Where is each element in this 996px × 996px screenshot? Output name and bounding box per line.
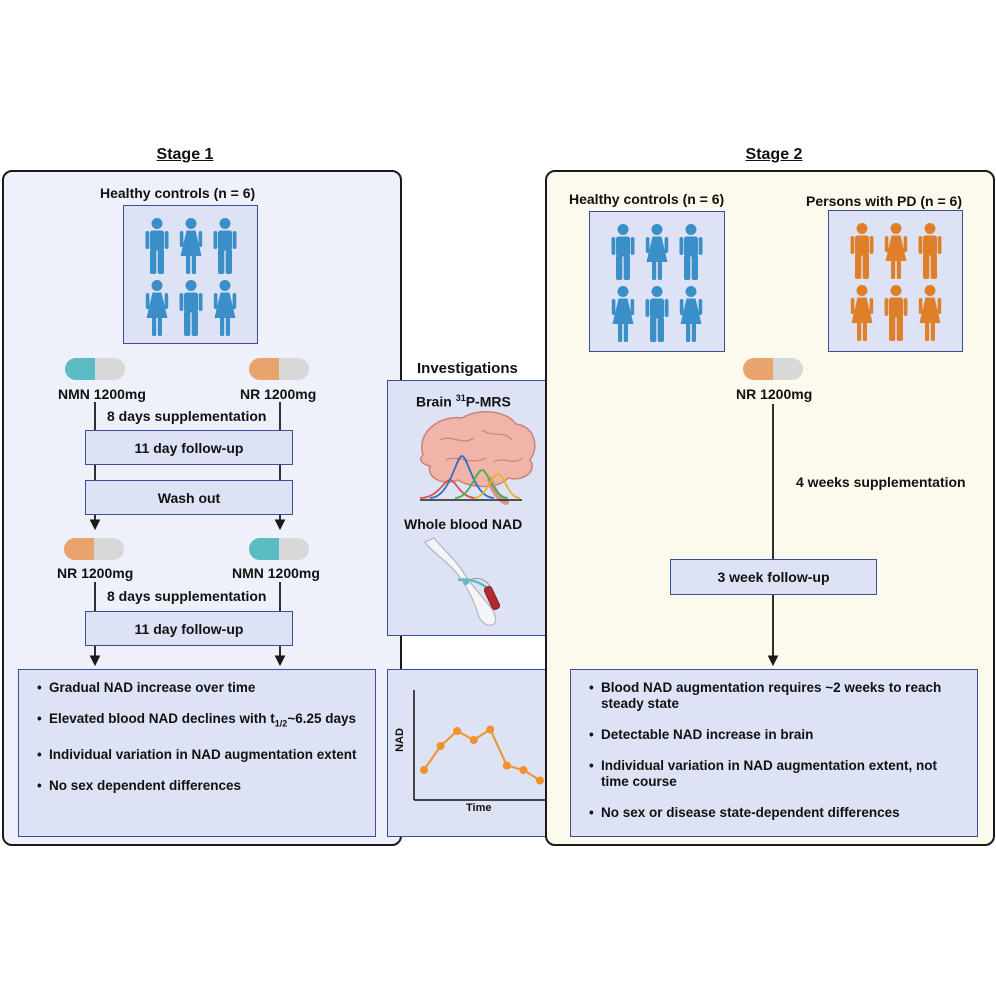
stage1-finding-halflife: Elevated blood NAD declines with t1/2~6.… — [37, 711, 361, 732]
stage1-finding: Individual variation in NAD augmentation… — [37, 747, 361, 763]
stage1-group-label: Healthy controls (n = 6) — [100, 185, 256, 201]
whole-blood-nad-label: Whole blood NAD — [404, 516, 523, 532]
stage2-finding: Individual variation in NAD augmentation… — [589, 758, 963, 790]
male-person-icon — [213, 218, 237, 274]
investigations-title: Investigations — [417, 360, 518, 377]
graph-y-label: NAD — [393, 728, 406, 752]
stage1-left-bottom-pill-label: NR 1200mg — [57, 565, 134, 581]
stage1-finding: No sex dependent differences — [37, 778, 361, 794]
stage1-followup-2-box: 11 day follow-up — [85, 611, 293, 646]
stage1-finding: Gradual NAD increase over time — [37, 680, 361, 696]
investigations-box — [387, 380, 557, 636]
stage1-supplementation-1: 8 days supplementation — [107, 408, 267, 424]
female-person-icon — [850, 285, 874, 341]
stage2-followup-box: 3 week follow-up — [670, 559, 877, 595]
female-person-icon — [213, 280, 237, 336]
female-person-icon — [179, 218, 203, 274]
female-person-icon — [884, 223, 908, 279]
stage2-controls-label: Healthy controls (n = 6) — [569, 191, 725, 207]
male-person-icon — [850, 223, 874, 279]
male-person-icon — [884, 285, 908, 341]
stage2-finding: Detectable NAD increase in brain — [589, 727, 963, 743]
stage2-finding: No sex or disease state-dependent differ… — [589, 805, 963, 821]
male-person-icon — [145, 218, 169, 274]
male-person-icon — [645, 286, 669, 342]
stage1-washout-box: Wash out — [85, 480, 293, 515]
female-person-icon — [145, 280, 169, 336]
stage2-controls-people — [589, 211, 725, 352]
nr-capsule-icon — [64, 538, 124, 560]
stage2-title: Stage 2 — [745, 146, 803, 163]
female-person-icon — [918, 285, 942, 341]
nmn-capsule-icon — [65, 358, 125, 380]
stage1-right-top-pill-label: NR 1200mg — [240, 386, 317, 402]
stage1-findings-box: Gradual NAD increase over time Elevated … — [18, 669, 376, 837]
female-person-icon — [679, 286, 703, 342]
stage2-finding: Blood NAD augmentation requires ~2 weeks… — [589, 680, 963, 712]
stage1-right-bottom-pill-label: NMN 1200mg — [232, 565, 320, 581]
graph-x-label: Time — [466, 802, 492, 814]
nr-capsule-icon — [249, 358, 309, 380]
stage1-followup-1-box: 11 day follow-up — [85, 430, 293, 465]
stage1-supplementation-2: 8 days supplementation — [107, 588, 267, 604]
stage1-left-top-pill-label: NMN 1200mg — [58, 386, 146, 402]
nmn-capsule-icon — [249, 538, 309, 560]
stage1-title: Stage 1 — [156, 146, 214, 163]
female-person-icon — [611, 286, 635, 342]
male-person-icon — [679, 224, 703, 280]
stage2-pill-label: NR 1200mg — [736, 386, 813, 402]
stage1-controls-people — [123, 205, 258, 344]
male-person-icon — [611, 224, 635, 280]
female-person-icon — [645, 224, 669, 280]
stage2-findings-box: Blood NAD augmentation requires ~2 weeks… — [570, 669, 978, 837]
brain-mrs-label: Brain 31P-MRS — [416, 393, 511, 410]
stage2-pd-people — [828, 210, 963, 352]
stage2-pd-label: Persons with PD (n = 6) — [806, 193, 962, 209]
male-person-icon — [179, 280, 203, 336]
male-person-icon — [918, 223, 942, 279]
stage2-supplementation: 4 weeks supplementation — [796, 474, 966, 490]
nr-capsule-icon — [743, 358, 803, 380]
